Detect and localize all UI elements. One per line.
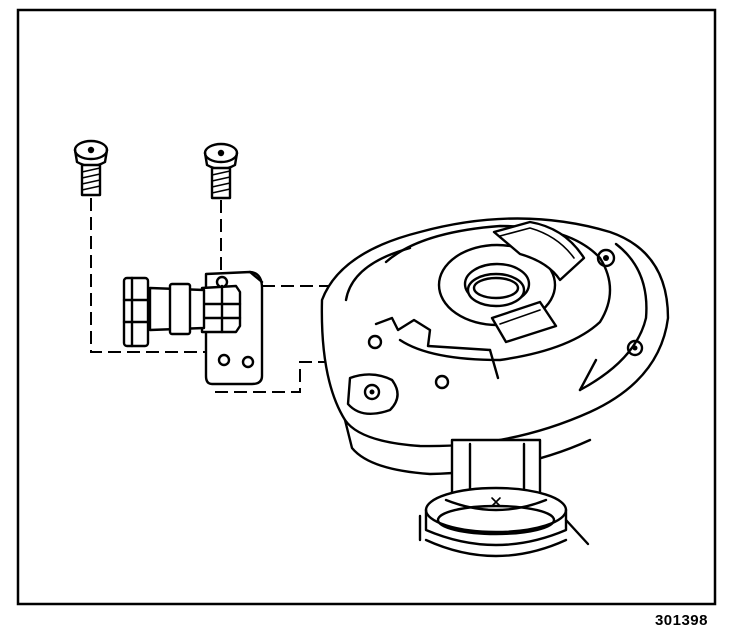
figure-number: 301398 <box>654 612 708 629</box>
sensor-bracket <box>122 270 264 386</box>
distributor-housing <box>320 217 670 476</box>
screw-right <box>203 142 239 200</box>
distributor-shaft <box>418 438 590 558</box>
screw-left <box>73 139 109 197</box>
figure-border <box>16 8 717 606</box>
alignment-lines <box>90 198 443 393</box>
